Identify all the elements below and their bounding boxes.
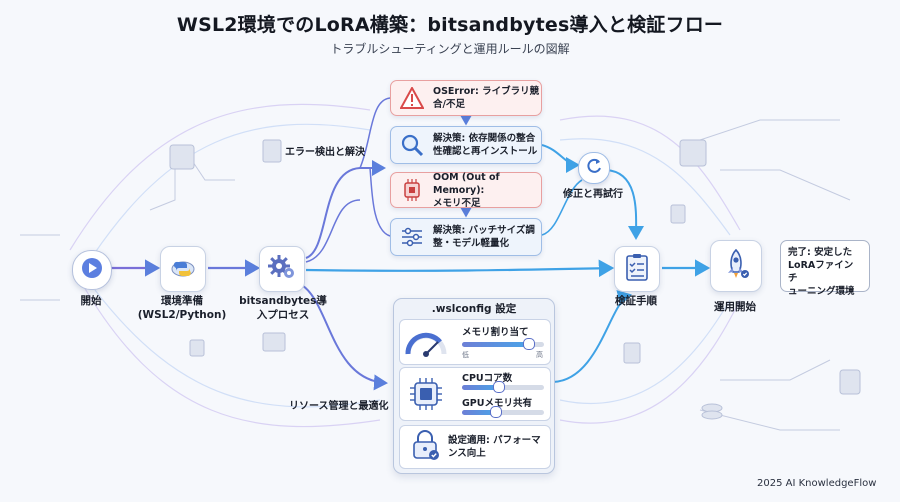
start-label: 開始 bbox=[80, 295, 102, 307]
memory-slider-knob[interactable] bbox=[523, 338, 536, 350]
resource-branch-label: リソース管理と最適化 bbox=[289, 401, 389, 412]
wslconfig-title: .wslconfig 設定 bbox=[431, 303, 517, 315]
memory-section: メモリ割り当て 低 高 bbox=[399, 319, 551, 365]
fix-card-dependencies[interactable]: 解決策: 依存関係の整合 性確認と再インストール bbox=[390, 126, 542, 164]
card-text: OSError: ライブラリ競 合/不足 bbox=[433, 86, 540, 110]
footer-credit: 2025 AI KnowledgeFlow bbox=[757, 478, 877, 489]
cpu-chip-icon bbox=[408, 376, 444, 416]
warning-icon bbox=[399, 85, 425, 111]
sliders-icon bbox=[399, 224, 425, 250]
env-node[interactable] bbox=[160, 246, 206, 292]
gpu-label: GPUメモリ共有 bbox=[462, 398, 532, 409]
card-text: 解決策: 依存関係の整合 性確認と再インストール bbox=[433, 133, 538, 157]
start-node[interactable] bbox=[72, 250, 112, 290]
fix-card-batch[interactable]: 解決策: バッチサイズ調 整・モデル軽量化 bbox=[390, 218, 542, 256]
memory-slider[interactable] bbox=[462, 338, 544, 350]
page-subtitle: トラブルシューティングと運用ルールの図解 bbox=[330, 42, 570, 56]
memory-high: 高 bbox=[536, 351, 543, 359]
error-branch-label: エラー検出と解決 bbox=[285, 147, 365, 158]
cpu-slider[interactable] bbox=[462, 381, 544, 393]
page-title: WSL2環境でのLoRA構築：bitsandbytes導入と検証フロー bbox=[176, 14, 724, 36]
apply-section[interactable]: 設定適用: パフォーマ ンス向上 bbox=[399, 425, 551, 469]
apply-text: 設定適用: パフォーマ ンス向上 bbox=[448, 435, 541, 459]
done-bubble: 完了: 安定した LoRAファインチ ューニング環境 bbox=[780, 240, 870, 297]
checklist-icon bbox=[624, 253, 650, 285]
python-icon bbox=[169, 253, 197, 285]
cpu-label: CPUコア数 bbox=[462, 373, 513, 384]
error-card-oserror[interactable]: OSError: ライブラリ競 合/不足 bbox=[390, 80, 542, 116]
memory-slider-fill bbox=[462, 342, 530, 347]
bnb-label: bitsandbytes導 入プロセス bbox=[239, 295, 327, 321]
gear-icon bbox=[267, 252, 297, 286]
wslconfig-panel: .wslconfig 設定 メモリ割り当て 低 高 CPUコア数 GPUメモリ共… bbox=[393, 298, 555, 474]
verify-node[interactable] bbox=[614, 246, 660, 292]
gauge-icon bbox=[404, 328, 448, 362]
operate-node[interactable] bbox=[710, 240, 762, 292]
rocket-icon bbox=[721, 248, 751, 284]
gpu-slider-knob[interactable] bbox=[490, 406, 503, 418]
retry-label: 修正と再試行 bbox=[563, 189, 623, 200]
memory-label: メモリ割り当て bbox=[462, 327, 529, 338]
cpu-slider-fill bbox=[462, 385, 499, 390]
lock-check-icon bbox=[410, 429, 440, 465]
error-card-oom[interactable]: OOM (Out of Memory): メモリ不足 bbox=[390, 171, 542, 209]
chip-icon bbox=[399, 177, 425, 203]
card-text: OOM (Out of Memory): メモリ不足 bbox=[433, 171, 500, 209]
operate-label: 運用開始 bbox=[714, 301, 756, 313]
bnb-node[interactable] bbox=[259, 246, 305, 292]
cpu-slider-knob[interactable] bbox=[492, 381, 505, 393]
gpu-slider-fill bbox=[462, 410, 497, 415]
cpu-gpu-section: CPUコア数 GPUメモリ共有 bbox=[399, 367, 551, 421]
refresh-icon bbox=[585, 157, 603, 179]
card-text: 解決策: バッチサイズ調 整・モデル軽量化 bbox=[433, 225, 535, 249]
memory-low: 低 bbox=[462, 351, 469, 359]
verify-label: 検証手順 bbox=[615, 295, 657, 307]
gpu-slider[interactable] bbox=[462, 406, 544, 418]
retry-node[interactable] bbox=[578, 152, 610, 184]
magnifier-icon bbox=[399, 132, 425, 158]
env-label: 環境準備 (WSL2/Python) bbox=[137, 295, 227, 321]
play-icon bbox=[81, 257, 103, 283]
